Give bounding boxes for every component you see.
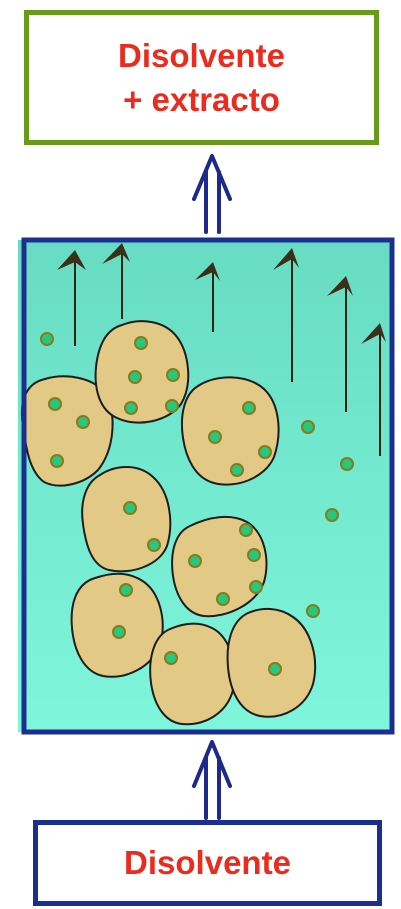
droplet — [217, 593, 229, 605]
solid-particle — [150, 624, 234, 725]
droplet — [41, 333, 53, 345]
droplet — [148, 539, 160, 551]
droplet — [167, 369, 179, 381]
droplet — [231, 464, 243, 476]
droplet — [209, 431, 221, 443]
droplet — [113, 626, 125, 638]
solid-particle — [72, 574, 163, 677]
droplet — [49, 398, 61, 410]
droplet — [129, 371, 141, 383]
droplet — [165, 652, 177, 664]
upper-double-arrow — [194, 156, 230, 232]
droplet — [124, 502, 136, 514]
droplet — [302, 421, 314, 433]
droplet — [51, 455, 63, 467]
solid-particle — [82, 467, 170, 571]
droplet — [166, 400, 178, 412]
droplet — [120, 584, 132, 596]
droplet — [135, 337, 147, 349]
droplet — [125, 402, 137, 414]
droplet — [248, 549, 260, 561]
droplet — [189, 555, 201, 567]
droplet — [77, 416, 89, 428]
droplet — [243, 402, 255, 414]
lower-double-arrow — [194, 742, 230, 818]
droplet — [269, 663, 281, 675]
droplet — [250, 581, 262, 593]
solid-particle — [228, 609, 316, 717]
droplet — [259, 446, 271, 458]
droplet — [341, 458, 353, 470]
droplet — [240, 524, 252, 536]
droplet — [326, 509, 338, 521]
droplet — [307, 605, 319, 617]
